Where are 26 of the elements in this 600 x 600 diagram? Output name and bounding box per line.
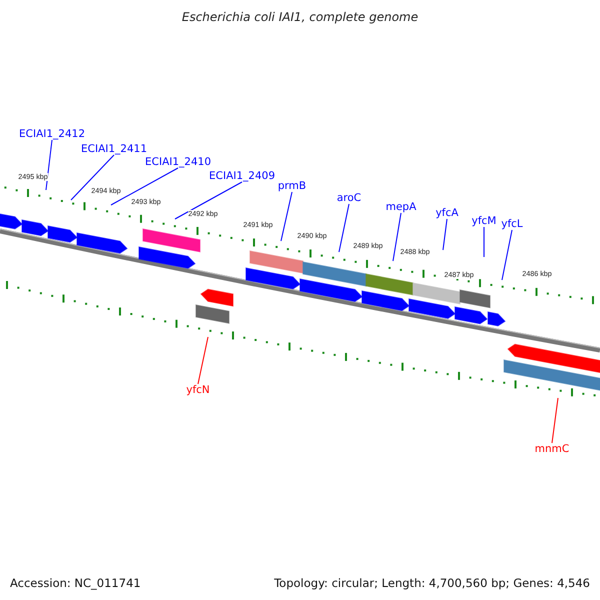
leader-line	[110, 168, 178, 206]
leader-line	[442, 218, 448, 250]
gene-label: yfcL	[501, 218, 523, 230]
gene-label: ECIAI1_2410	[145, 156, 211, 168]
gene-label: prmB	[278, 180, 306, 192]
genome-summary: Topology: circular; Length: 4,700,560 bp; Genes: 4,546	[274, 576, 590, 590]
leader-line	[502, 230, 512, 280]
gene-label: ECIAI1_2411	[81, 143, 147, 155]
title: Escherichia coli IAI1, complete genome	[180, 10, 420, 24]
leader-line	[46, 140, 52, 190]
accession-note: Accession: NC_011741	[10, 576, 141, 590]
gene-label: mepA	[386, 201, 416, 213]
leader-line	[174, 182, 242, 220]
gene-label: mnmC	[534, 443, 570, 455]
gene-label: aroC	[336, 192, 362, 204]
gene-label: ECIAI1_2412	[19, 128, 85, 140]
leader-line	[280, 192, 292, 242]
leader-line	[392, 212, 402, 262]
leader-line	[70, 154, 114, 200]
leader-line	[198, 336, 208, 384]
leader-line	[552, 398, 558, 444]
leader-line	[338, 204, 350, 252]
gene-label: yfcA	[436, 207, 458, 219]
gene-label: ECIAI1_2409	[209, 170, 275, 182]
gene-label: yfcN	[186, 384, 210, 396]
gene-label: yfcM	[472, 215, 496, 227]
